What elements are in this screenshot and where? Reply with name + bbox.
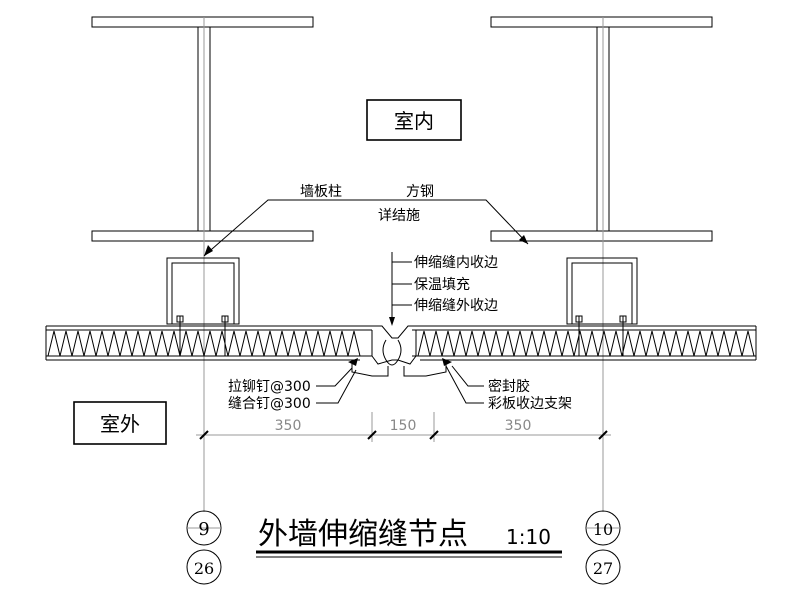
square-steel-label: 方钢 <box>406 184 434 200</box>
dim-middle: 150 <box>390 418 417 434</box>
dim-right: 350 <box>505 418 532 434</box>
screw-3 <box>575 315 583 356</box>
trim-bracket-label: 彩板收边支架 <box>488 396 572 412</box>
dim-left: 350 <box>275 418 302 434</box>
screw-4 <box>619 315 627 356</box>
sealant-leader: 密封胶 彩板收边支架 <box>445 365 572 412</box>
rivet-label: 拉铆钉@300 <box>228 379 311 395</box>
fasteners <box>176 315 627 356</box>
indoor-label: 室内 <box>394 109 434 133</box>
axis-26: 26 <box>194 559 214 578</box>
column-leader: 墙板柱 方钢 详结施 <box>203 184 529 257</box>
title-text: 外墙伸缩缝节点 <box>258 517 468 552</box>
screw-2 <box>221 315 229 356</box>
inner-trim-label: 伸缩缝内收边 <box>414 255 498 271</box>
drawing-title: 外墙伸缩缝节点 1:10 <box>256 517 562 558</box>
left-axis-bubble: 9 26 <box>186 510 222 585</box>
sealant-label: 密封胶 <box>488 378 530 395</box>
stitch-nail-label: 缝合钉@300 <box>228 396 311 412</box>
right-wall-panel <box>412 325 757 361</box>
left-square-steel <box>166 257 240 325</box>
left-h-beam <box>91 16 314 242</box>
right-h-beam <box>490 16 713 242</box>
see-structure-label: 详结施 <box>378 208 420 224</box>
outdoor-box: 室外 <box>73 401 167 445</box>
joint-leader: 伸缩缝内收边 保温填充 伸缩缝外收边 <box>389 252 498 326</box>
outer-trim-label: 伸缩缝外收边 <box>414 298 498 314</box>
fastener-leader: 拉铆钉@300 缝合钉@300 <box>228 367 357 412</box>
wall-column-label: 墙板柱 <box>300 184 342 200</box>
joint-trim <box>340 325 452 377</box>
insulation-fill-label: 保温填充 <box>414 277 470 293</box>
right-square-steel <box>566 257 638 325</box>
axis-27: 27 <box>593 559 613 578</box>
dimension-line: 350 150 350 <box>196 412 611 442</box>
title-scale: 1:10 <box>506 525 551 549</box>
indoor-box: 室内 <box>366 99 462 141</box>
left-wall-panel <box>45 325 372 361</box>
outdoor-label: 室外 <box>100 412 140 436</box>
axis-10: 10 <box>593 520 613 539</box>
right-axis-bubble: 10 27 <box>585 510 621 585</box>
axis-9: 9 <box>198 519 209 540</box>
screw-1 <box>176 315 184 356</box>
